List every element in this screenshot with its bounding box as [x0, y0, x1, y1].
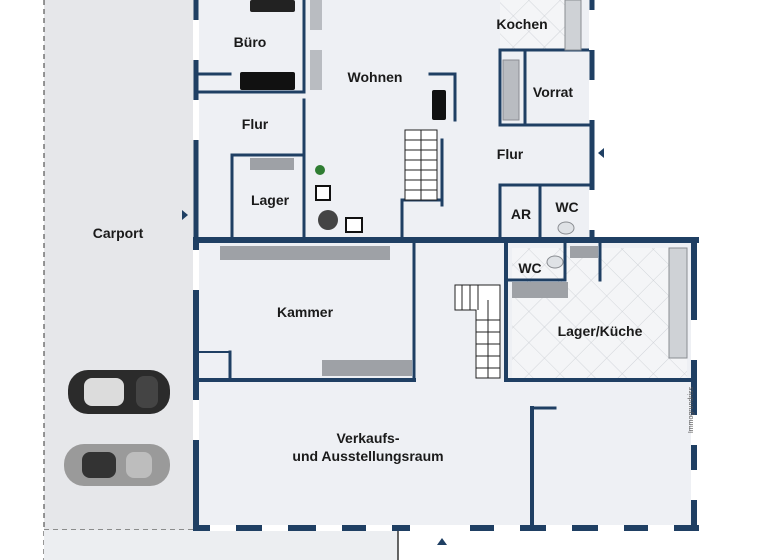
label-wc-top: WC: [555, 199, 578, 215]
label-verkauf-line1: Verkaufs-: [336, 430, 399, 446]
bottom-windows: [210, 525, 674, 531]
label-verkauf-line2: und Ausstellungsraum: [292, 448, 443, 464]
label-kammer: Kammer: [277, 304, 334, 320]
right-windows: [193, 10, 697, 500]
label-wohnen: Wohnen: [348, 69, 403, 85]
label-wc-mid: WC: [518, 260, 541, 276]
label-kochen: Kochen: [496, 16, 547, 32]
label-lager-kueche: Lager/Küche: [558, 323, 643, 339]
fixtures: [220, 0, 688, 376]
staircase-upper: [404, 129, 438, 201]
label-flur-right: Flur: [497, 146, 524, 162]
kochen-tiles: [500, 0, 570, 50]
entrance-marker-bottom: [437, 538, 447, 545]
entrance-marker-right: [598, 148, 604, 158]
car-light: [64, 444, 170, 486]
label-vorrat: Vorrat: [533, 84, 574, 100]
label-lager: Lager: [251, 192, 290, 208]
car-dark: [68, 370, 170, 414]
carport-area: [44, 0, 194, 530]
staircase-lower: [454, 284, 501, 379]
label-flur-left: Flur: [242, 116, 269, 132]
label-buero: Büro: [234, 34, 267, 50]
label-ar: AR: [511, 206, 531, 222]
furniture: [240, 0, 446, 233]
entrance-marker-left: [182, 210, 188, 220]
label-carport: Carport: [93, 225, 144, 241]
watermark: Immogrundriss: [688, 386, 695, 433]
lower-strip: [44, 530, 398, 560]
